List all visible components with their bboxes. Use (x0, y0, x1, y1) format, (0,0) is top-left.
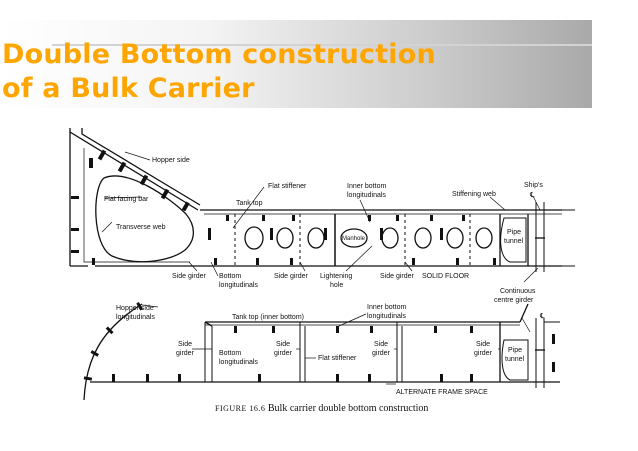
label-flat-stiffener-top: Flat stiffener (268, 183, 307, 190)
title-divider (52, 44, 592, 46)
label-side-girder-l2-1: Side (276, 341, 290, 348)
label-side-girder-l3-2: girder (372, 350, 391, 357)
slide-title: Double Bottom construction of a Bulk Car… (2, 38, 436, 106)
label-bottom-long-lower-2: longitudinals (219, 359, 258, 366)
figure-caption: FIGURE 16.6 Bulk carrier double bottom c… (215, 403, 428, 414)
label-flat-facing-bar: Flat facing bar (104, 196, 149, 203)
label-hopper-side-long-2: longitudinals (116, 314, 155, 321)
label-lightening-2: hole (330, 282, 343, 289)
label-cl-lower: ℄ (539, 313, 545, 320)
figure-number: FIGURE 16.6 (215, 404, 266, 413)
label-lightening-1: Lightening (320, 273, 352, 280)
label-side-girder-b: Side girder (274, 273, 309, 280)
label-hopper-side: Hopper side (152, 157, 190, 164)
label-side-girder-l4-2: girder (474, 350, 493, 357)
label-side-girder-l4-1: Side (476, 341, 490, 348)
label-continuous-2: centre girder (494, 297, 534, 304)
label-bottom-long-2: longitudinals (219, 282, 258, 289)
label-inner-bottom-lower-1: Inner bottom (367, 304, 406, 311)
title-band (0, 20, 592, 108)
label-inner-bottom-1: Inner bottom (347, 183, 386, 190)
label-manhole: Manhole (342, 236, 366, 242)
label-inner-bottom-2: longitudinals (347, 192, 386, 199)
slide-title-line-1: Double Bottom construction (2, 39, 436, 70)
label-tank-top-inner: Tank top (inner bottom) (232, 314, 304, 321)
label-pipe-tunnel-top-1: Pipe (507, 229, 521, 236)
label-pipe-tunnel-top-2: tunnel (504, 238, 524, 245)
label-side-girder-l2-2: girder (274, 350, 293, 357)
label-stiffening-web: Stiffening web (452, 191, 496, 198)
label-ships-cl-1: Ship's (524, 182, 543, 189)
label-ships-cl-2: ℄ (529, 192, 535, 199)
label-hopper-side-long-1: Hopper side (116, 305, 154, 312)
slide-title-line-2: of a Bulk Carrier (2, 73, 255, 104)
label-side-girder-c: Side girder (380, 273, 415, 280)
figure-caption-text: Bulk carrier double bottom construction (267, 403, 429, 414)
label-side-girder-l3-1: Side (374, 341, 388, 348)
label-side-girder-l1-1: Side (178, 341, 192, 348)
label-continuous-1: Continuous (500, 288, 536, 295)
label-flat-stiffener-lower: Flat stiffener (318, 355, 357, 362)
label-side-girder-a: Side girder (172, 273, 207, 280)
label-bottom-long-lower-1: Bottom (219, 350, 241, 357)
label-transverse-web: Transverse web (116, 224, 166, 231)
label-side-girder-l1-2: girder (176, 350, 195, 357)
label-tank-top: Tank top (236, 200, 263, 207)
label-pipe-tunnel-low-1: Pipe (508, 347, 522, 354)
label-solid-floor: SOLID FLOOR (422, 273, 469, 280)
label-bottom-long-1: Bottom (219, 273, 241, 280)
label-pipe-tunnel-low-2: tunnel (505, 356, 525, 363)
label-alternate-frame: ALTERNATE FRAME SPACE (396, 389, 488, 396)
label-inner-bottom-lower-2: longitudinals (367, 313, 406, 320)
